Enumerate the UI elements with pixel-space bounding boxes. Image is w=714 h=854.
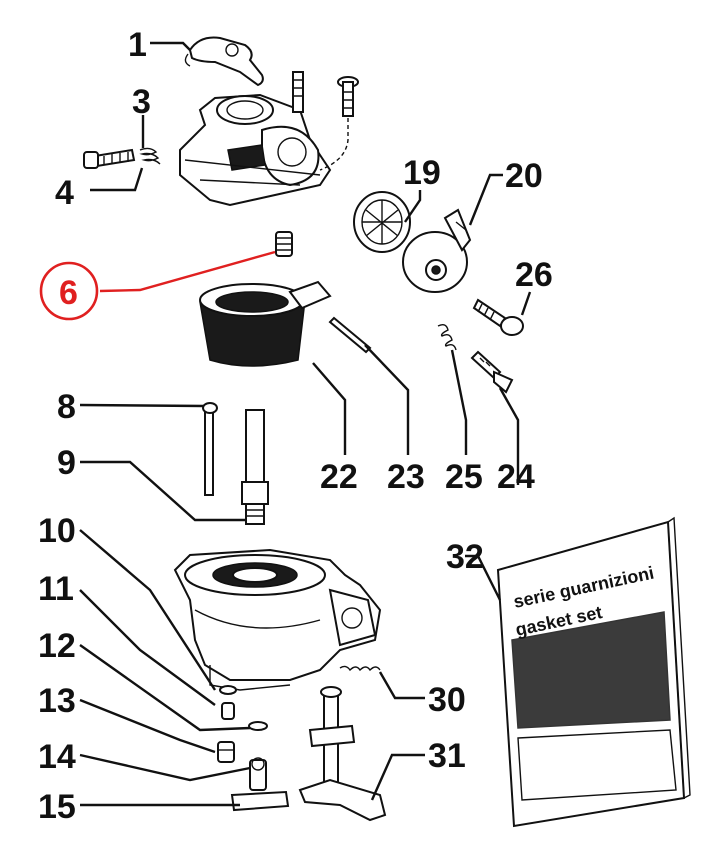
callout-26: 26 — [515, 256, 553, 294]
callout-32: 32 — [446, 538, 484, 576]
highlight-circle — [39, 261, 99, 321]
callout-10: 10 — [38, 512, 76, 550]
callout-25: 25 — [445, 458, 483, 496]
part-30-spring — [339, 665, 381, 672]
part-14-plug — [217, 741, 235, 763]
callout-11: 11 — [38, 570, 74, 608]
part-20-banjo-fitting — [402, 208, 472, 293]
part-4-spring — [139, 147, 161, 165]
callout-9: 9 — [57, 444, 76, 482]
part-12-jet — [221, 702, 235, 720]
part-13-washer — [248, 721, 268, 731]
part-32-gasket-set — [496, 516, 691, 828]
part-26-banjo-bolt — [472, 298, 524, 336]
carburetor-body — [173, 548, 382, 691]
callout-20: 20 — [505, 157, 543, 195]
callout-19: 19 — [403, 154, 441, 192]
callout-23: 23 — [387, 458, 425, 496]
callout-24: 24 — [497, 458, 535, 496]
part-24-mixture-screw — [470, 350, 514, 394]
part-25-spring — [437, 323, 457, 351]
callout-22: 22 — [320, 458, 358, 496]
callout-4: 4 — [55, 174, 74, 212]
callout-1: 1 — [128, 26, 147, 64]
callout-15: 15 — [38, 788, 76, 826]
part-1-choke-lever — [184, 36, 264, 87]
part-31-throttle-lever — [298, 686, 387, 822]
callout-12: 12 — [38, 627, 76, 665]
part-8-pin — [202, 402, 218, 496]
part-11-washer — [219, 685, 237, 695]
part-23-needle — [328, 316, 372, 354]
part-3-screw — [83, 148, 136, 169]
part-15-drain-valve — [230, 757, 290, 812]
callout-31: 31 — [428, 737, 466, 775]
callout-14: 14 — [38, 738, 76, 776]
callout-8: 8 — [57, 388, 76, 426]
callout-13: 13 — [38, 682, 76, 720]
callout-30: 30 — [428, 681, 466, 719]
cover-bolt — [319, 76, 359, 171]
callout-6: 6 — [59, 274, 78, 312]
part-22-float — [199, 280, 332, 367]
part-6-jet — [275, 231, 293, 257]
callout-3: 3 — [132, 83, 151, 121]
part-19-filter — [353, 191, 411, 253]
part-9-emulsion-tube — [241, 409, 269, 525]
leader-lines — [79, 41, 532, 807]
carburetor-cover — [179, 71, 332, 207]
